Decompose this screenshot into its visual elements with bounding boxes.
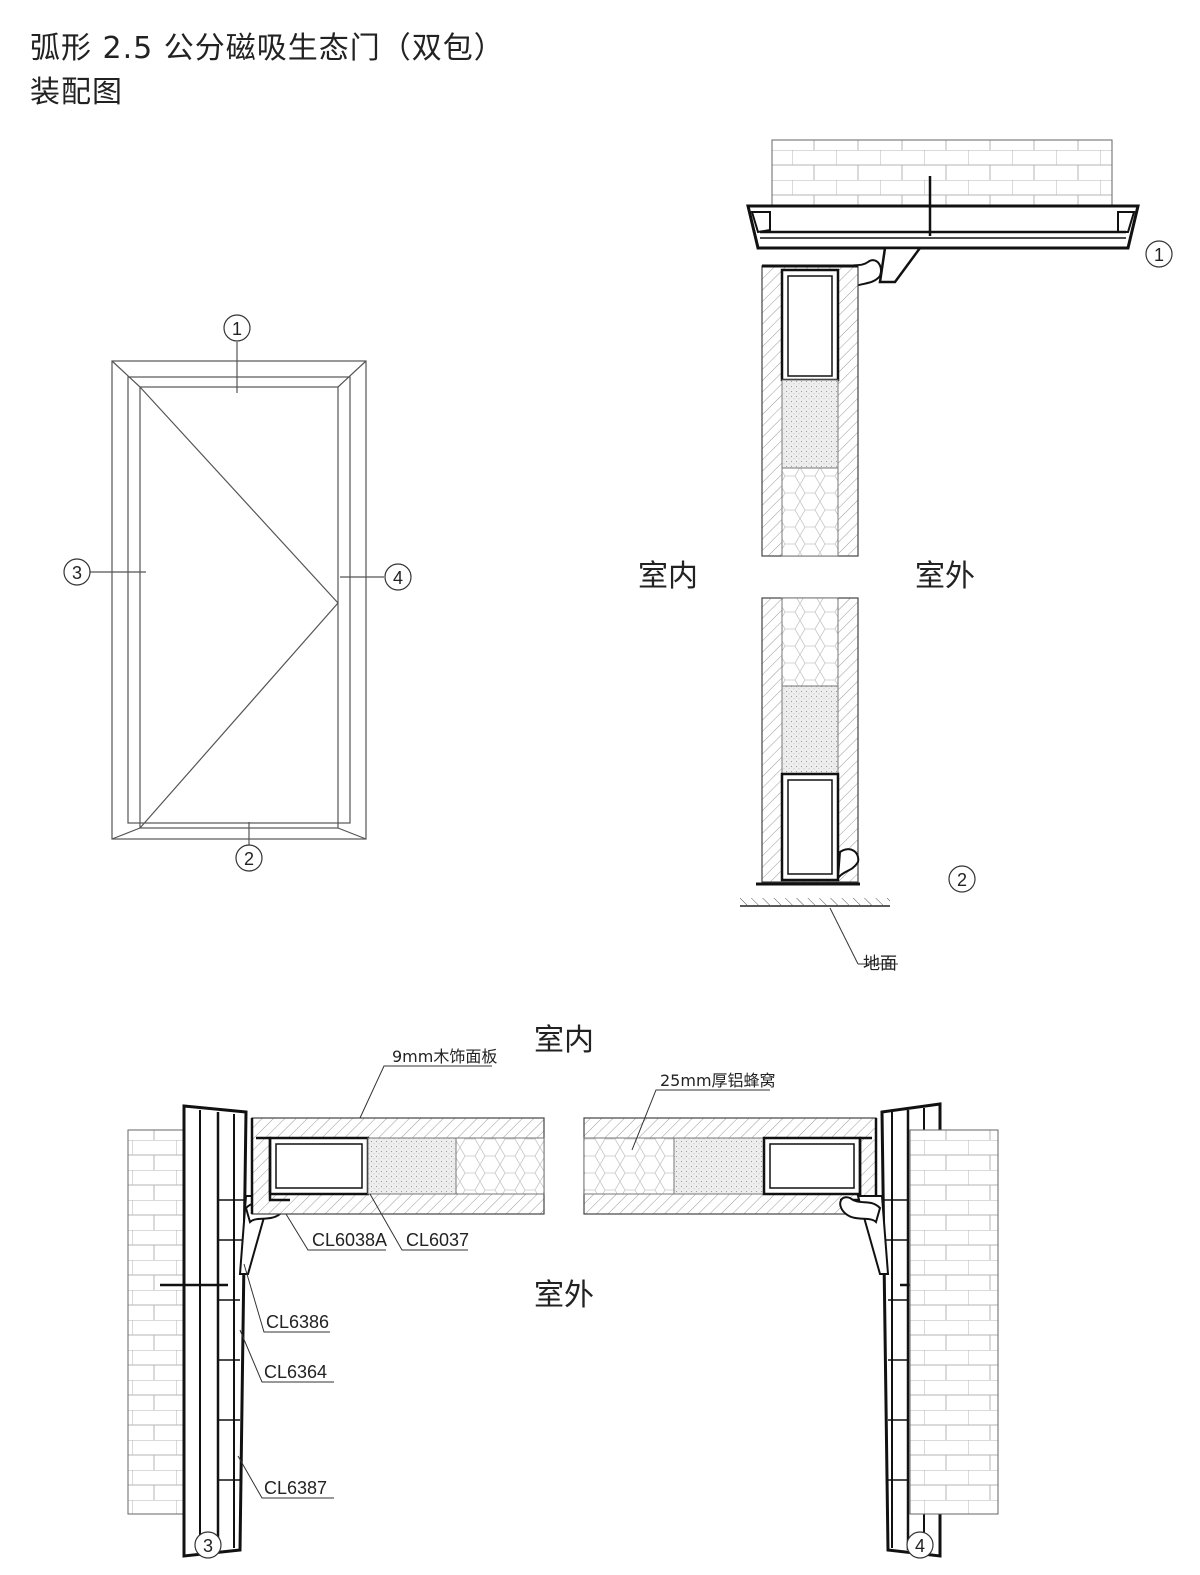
label-outdoor: 室外 (915, 559, 975, 594)
marker-1-elevation: 1 (223, 314, 251, 342)
label-indoor: 室内 (638, 559, 698, 594)
door-elevation (90, 342, 384, 845)
miter-line (111, 360, 141, 388)
marker-1-section: 1 (1145, 240, 1173, 268)
label-ground: 地面 (863, 954, 897, 974)
marker-4-elevation: 4 (384, 563, 412, 591)
leader-line (239, 1329, 334, 1383)
leader-line (237, 1455, 334, 1499)
inner-frame (127, 376, 351, 824)
marker-2-section: 2 (948, 865, 976, 893)
label-wood-panel: 9mm木饰面板 (392, 1047, 497, 1066)
label-cl6387: CL6387 (264, 1478, 327, 1498)
marker-number: 2 (244, 849, 254, 869)
wall-right (909, 1129, 999, 1515)
leader-line (369, 1193, 468, 1251)
drawing-title: 弧形 2.5 公分磁吸生态门（双包） (30, 31, 505, 66)
leader-line (631, 1089, 770, 1151)
marker-number: 4 (393, 568, 403, 588)
marker-4-plan: 4 (906, 1531, 934, 1559)
head-frame-profile (746, 204, 1140, 250)
leader-line (285, 1213, 386, 1251)
marker-number: 2 (957, 870, 967, 890)
marker-number: 1 (232, 319, 242, 339)
marker-3-plan: 3 (194, 1531, 222, 1559)
drawing-subtitle: 装配图 (30, 75, 123, 110)
marker-number: 3 (203, 1536, 213, 1556)
jamb-left (182, 1104, 248, 1558)
vertical-section (740, 139, 1140, 965)
marker-number: 3 (72, 563, 82, 583)
label-honeycomb: 25mm厚铝蜂窝 (660, 1071, 776, 1090)
leader-line (829, 907, 859, 965)
label-cl6386: CL6386 (266, 1312, 329, 1332)
miter-line (337, 827, 367, 840)
leader-line (359, 1065, 492, 1119)
ground-hatch (740, 898, 890, 906)
leader-line (243, 1263, 330, 1333)
marker-number: 1 (1154, 245, 1164, 265)
horizontal-section (127, 1065, 999, 1558)
label-cl6038a: CL6038A (312, 1230, 387, 1250)
label-outdoor-plan: 室外 (534, 1278, 594, 1313)
marker-number: 4 (915, 1536, 925, 1556)
outer-frame (111, 360, 367, 840)
marker-2-elevation: 2 (235, 844, 263, 872)
swing-indicator (139, 386, 339, 829)
miter-line (337, 360, 367, 388)
label-cl6364: CL6364 (264, 1362, 327, 1382)
marker-3-elevation: 3 (63, 558, 91, 586)
miter-line (111, 827, 141, 840)
label-indoor-plan: 室内 (534, 1023, 594, 1058)
label-cl6037: CL6037 (406, 1230, 469, 1250)
door-leaf (139, 386, 339, 829)
